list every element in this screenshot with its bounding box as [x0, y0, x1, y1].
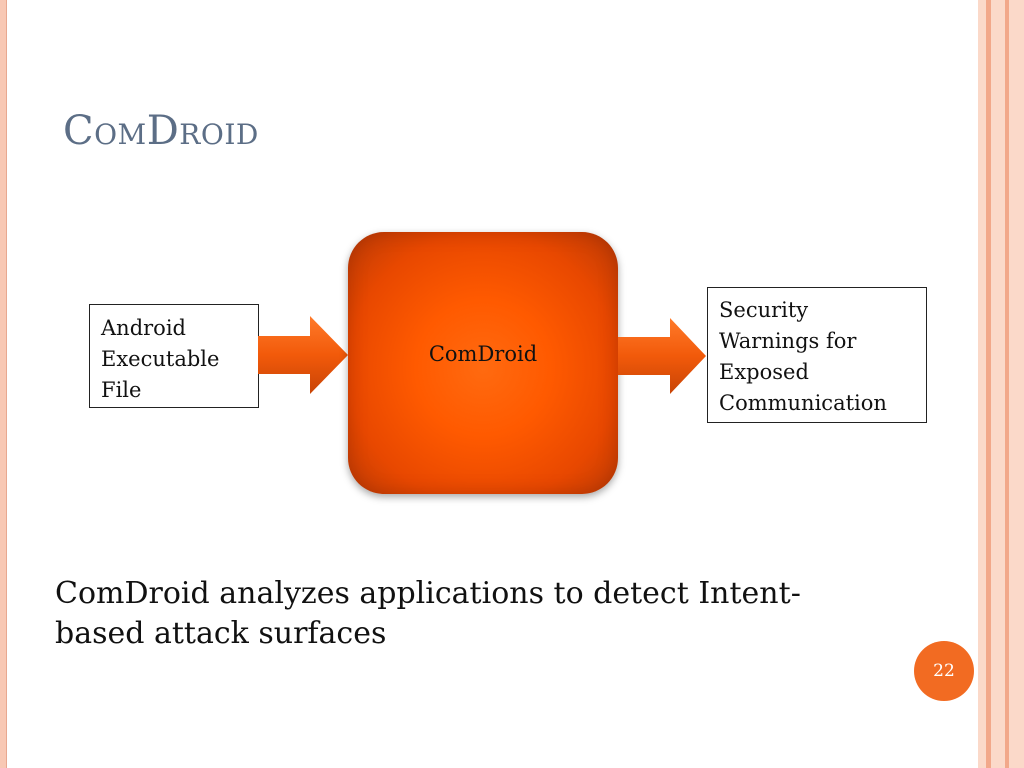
- right-border-stripe: [986, 0, 991, 768]
- right-border-stripe: [978, 0, 986, 768]
- input-arrow: [258, 316, 348, 394]
- right-border-stripe: [1009, 0, 1024, 768]
- caption-line: ComDroid analyzes applications to detect…: [55, 576, 801, 611]
- caption-line: based attack surfaces: [55, 616, 387, 651]
- page-number-badge: 22: [914, 641, 974, 701]
- slide-title: ComDroid: [63, 108, 259, 154]
- output-box-line: Exposed: [719, 360, 809, 384]
- right-border-stripe: [1005, 0, 1009, 768]
- input-box: Android Executable File: [89, 304, 259, 408]
- output-arrow: [618, 318, 706, 394]
- slide-caption: ComDroid analyzes applications to detect…: [55, 574, 935, 654]
- output-box: Security Warnings for Exposed Communicat…: [707, 287, 927, 423]
- input-box-line: File: [101, 378, 142, 402]
- process-label: ComDroid: [428, 342, 538, 366]
- output-box-line: Warnings for: [719, 329, 857, 353]
- output-box-line: Communication: [719, 391, 887, 415]
- input-box-line: Executable: [101, 347, 220, 371]
- input-box-line: Android: [101, 316, 186, 340]
- process-box: ComDroid: [348, 232, 618, 494]
- output-box-line: Security: [719, 298, 809, 322]
- left-border-stripe: [0, 0, 7, 768]
- page-number: 22: [933, 661, 955, 681]
- right-border-stripe: [991, 0, 1005, 768]
